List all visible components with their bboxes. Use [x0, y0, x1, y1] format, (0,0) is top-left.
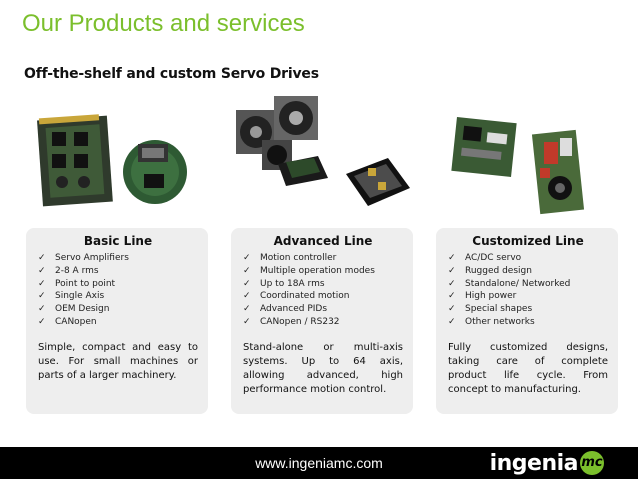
list-item: ✓Standalone/ Networked [448, 278, 571, 289]
ingenia-logo: ingenia mc [489, 450, 604, 476]
website-link[interactable]: www.ingeniamc.com [255, 455, 383, 471]
list-item: ✓Special shapes [448, 304, 533, 315]
basic-line-card: Basic Line ✓Servo Amplifiers ✓2-8 A rms … [26, 228, 208, 414]
check-icon: ✓ [38, 304, 46, 315]
list-item: ✓Other networks [448, 316, 535, 327]
check-icon: ✓ [448, 291, 456, 302]
list-item: ✓Advanced PIDs [243, 304, 328, 315]
list-item: ✓Servo Amplifiers [38, 253, 129, 263]
card-heading: Advanced Line [273, 234, 373, 248]
card-description: Stand-alone or multi-axis systems. Up to… [243, 341, 403, 395]
card-heading: Customized Line [472, 234, 584, 248]
advanced-line-product-image [228, 92, 428, 222]
check-icon: ✓ [243, 291, 251, 302]
check-icon: ✓ [243, 278, 251, 289]
list-item: ✓CANopen [38, 316, 97, 327]
logo-badge-icon: mc [580, 451, 604, 475]
logo-wordmark: ingenia [489, 450, 579, 476]
list-item: ✓2-8 A rms [38, 265, 99, 276]
list-item: ✓CANopen / RS232 [243, 316, 340, 327]
list-item: ✓Motion controller [243, 253, 337, 263]
check-icon: ✓ [38, 316, 46, 327]
card-heading: Basic Line [83, 234, 153, 248]
check-icon: ✓ [243, 304, 251, 315]
check-icon: ✓ [38, 265, 46, 276]
list-item: ✓Rugged design [448, 265, 532, 276]
check-icon: ✓ [243, 316, 251, 327]
customized-line-card: Customized Line ✓AC/DC servo ✓Rugged des… [436, 228, 618, 414]
basic-line-product-image [30, 92, 210, 222]
check-icon: ✓ [448, 304, 456, 315]
list-item: ✓Point to point [38, 278, 116, 289]
list-item: ✓High power [448, 291, 517, 302]
list-item: ✓OEM Design [38, 304, 110, 315]
list-item: ✓Coordinated motion [243, 291, 350, 302]
check-icon: ✓ [38, 278, 46, 289]
list-item: ✓Single Axis [38, 291, 105, 302]
check-icon: ✓ [38, 253, 46, 263]
check-icon: ✓ [448, 265, 456, 276]
card-description: Simple, compact and easy to use. For sma… [38, 341, 198, 381]
page-title: Our Products and services [22, 10, 305, 37]
feature-list: ✓AC/DC servo ✓Rugged design ✓Standalone/… [448, 252, 608, 329]
list-item: ✓Up to 18A rms [243, 278, 325, 289]
customized-line-product-image [448, 92, 598, 222]
check-icon: ✓ [448, 278, 456, 289]
feature-list: ✓Motion controller ✓Multiple operation m… [243, 252, 403, 329]
feature-list: ✓Servo Amplifiers ✓2-8 A rms ✓Point to p… [38, 252, 198, 329]
check-icon: ✓ [38, 291, 46, 302]
list-item: ✓AC/DC servo [448, 253, 522, 263]
list-item: ✓Multiple operation modes [243, 265, 375, 276]
check-icon: ✓ [448, 316, 456, 327]
footer-bar: www.ingeniamc.com ingenia mc [0, 447, 638, 479]
check-icon: ✓ [243, 265, 251, 276]
card-description: Fully customized designs, taking care of… [448, 341, 608, 395]
check-icon: ✓ [243, 253, 251, 263]
advanced-line-card: Advanced Line ✓Motion controller ✓Multip… [231, 228, 413, 414]
section-subtitle: Off-the-shelf and custom Servo Drives [24, 66, 319, 82]
check-icon: ✓ [448, 253, 456, 263]
